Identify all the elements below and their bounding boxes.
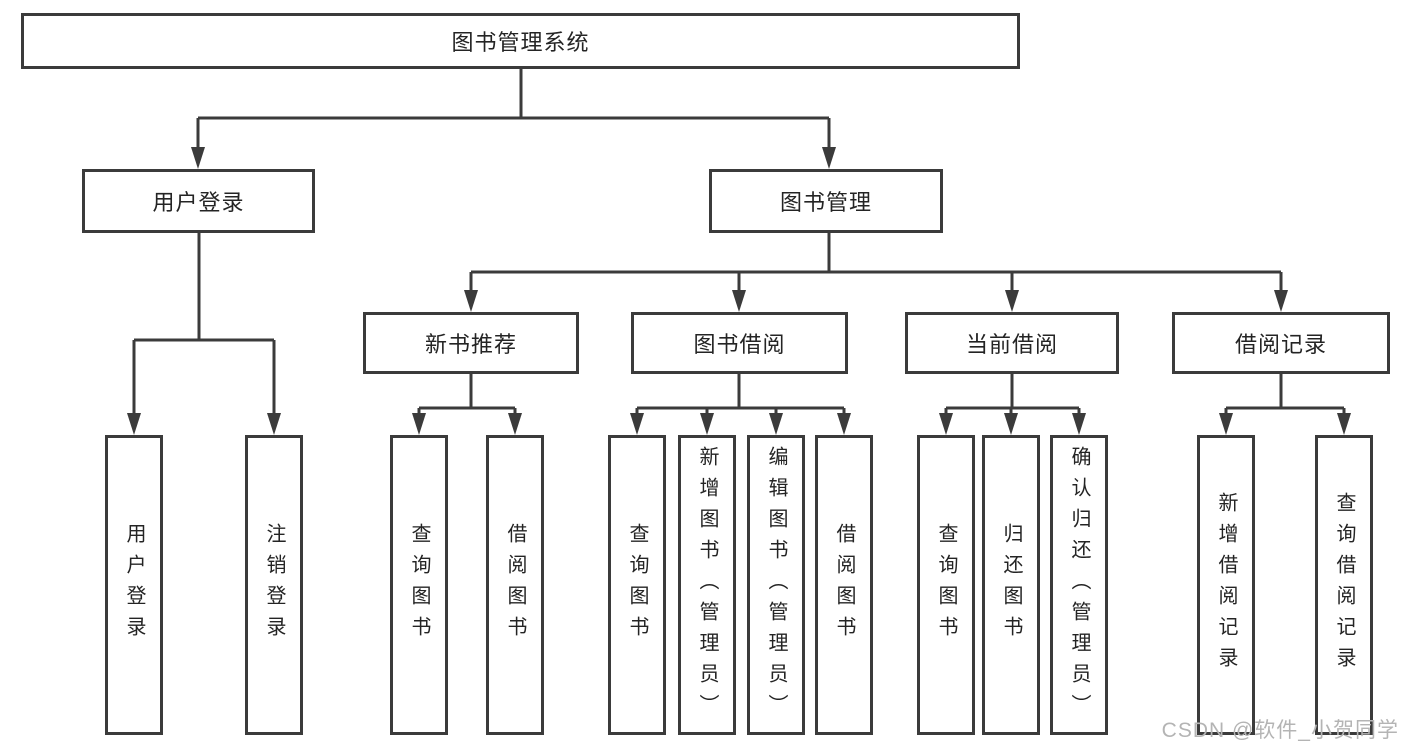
leaf-label: 借阅图书 (504, 523, 526, 647)
leaf-logout: 注销登录 (245, 435, 303, 735)
node-label: 用户登录 (152, 190, 245, 215)
csdn-watermark: CSDN @软件_小贺同学 (1161, 719, 1399, 742)
node-user-login: 用户登录 (82, 169, 315, 233)
leaf-label: 注销登录 (263, 523, 285, 647)
leaf-label: 归还图书 (1000, 523, 1022, 647)
leaf-label: 查询借阅记录 (1333, 492, 1355, 678)
arrowheads (127, 147, 1351, 435)
leaf-label: 用户登录 (123, 523, 145, 647)
leaf-label: 查询图书 (626, 523, 648, 647)
leaf-borrow-books: 借阅图书 (815, 435, 873, 735)
node-new-book-recommend: 新书推荐 (363, 312, 579, 374)
leaf-label: 查询图书 (408, 523, 430, 647)
leaf-label: 新增借阅记录 (1215, 492, 1237, 678)
leaf-query-books-borrow: 查询图书 (608, 435, 666, 735)
leaf-label: 借阅图书 (833, 523, 855, 647)
node-current-borrow: 当前借阅 (905, 312, 1119, 374)
node-label: 图书管理系统 (451, 30, 590, 55)
leaf-add-borrow-record: 新增借阅记录 (1197, 435, 1255, 735)
leaf-query-borrow-record: 查询借阅记录 (1315, 435, 1373, 735)
node-label: 借阅记录 (1234, 332, 1327, 357)
leaf-label: 编辑图书（管理员） (765, 445, 787, 725)
leaf-label: 查询图书 (935, 523, 957, 647)
leaf-return-books: 归还图书 (982, 435, 1040, 735)
leaf-label: 确认归还（管理员） (1068, 445, 1090, 725)
node-book-borrow: 图书借阅 (631, 312, 848, 374)
leaf-query-books-current: 查询图书 (917, 435, 975, 735)
node-library-management-system: 图书管理系统 (21, 13, 1020, 69)
node-label: 图书管理 (779, 190, 872, 215)
node-label: 当前借阅 (965, 332, 1058, 357)
leaf-label: 新增图书（管理员） (696, 445, 718, 725)
leaf-borrow-books-recommend: 借阅图书 (486, 435, 544, 735)
node-borrow-record: 借阅记录 (1172, 312, 1390, 374)
node-label: 新书推荐 (424, 332, 517, 357)
leaf-query-books-recommend: 查询图书 (390, 435, 448, 735)
node-book-management: 图书管理 (709, 169, 943, 233)
leaf-user-login: 用户登录 (105, 435, 163, 735)
leaf-confirm-return-admin: 确认归还（管理员） (1050, 435, 1108, 735)
node-label: 图书借阅 (693, 332, 786, 357)
leaf-add-books-admin: 新增图书（管理员） (678, 435, 736, 735)
leaf-edit-books-admin: 编辑图书（管理员） (747, 435, 805, 735)
